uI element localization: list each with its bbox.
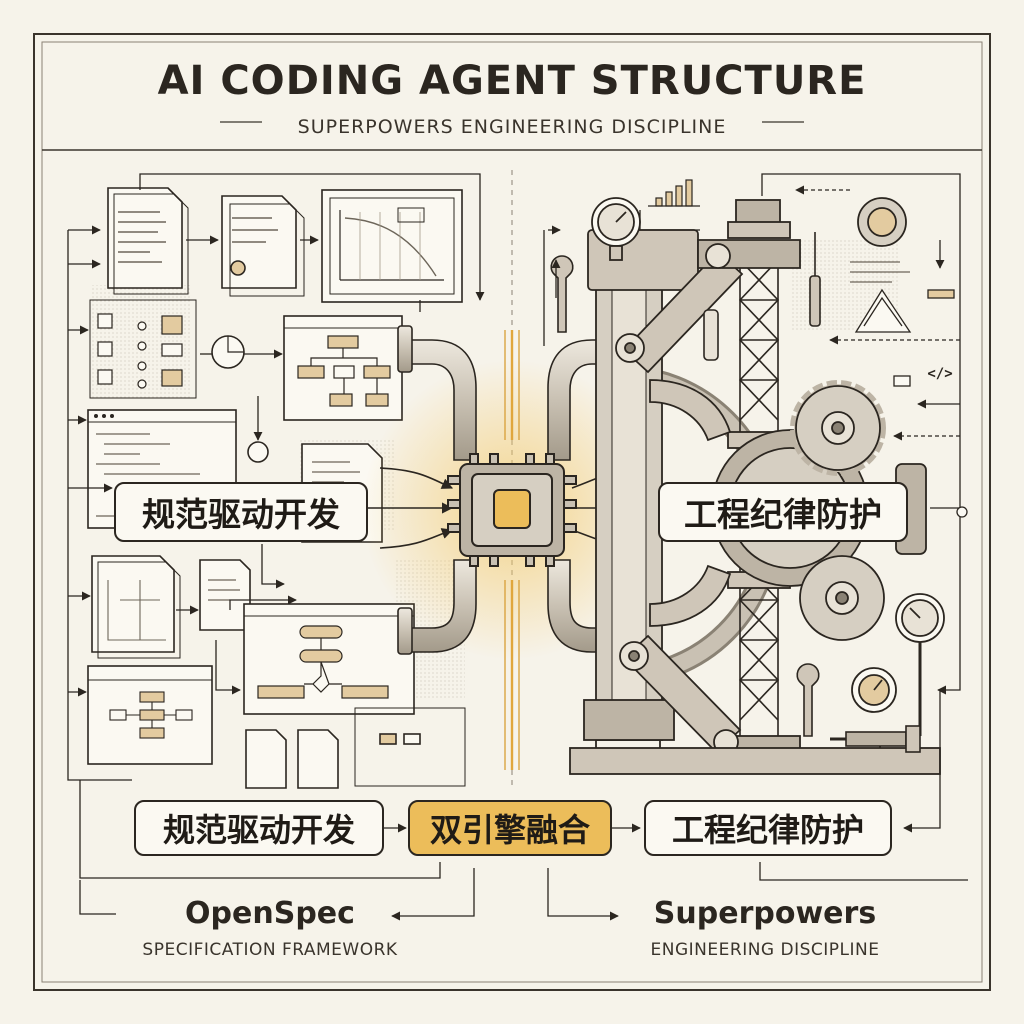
footer-openspec-subtitle: SPECIFICATION FRAMEWORK bbox=[142, 940, 398, 960]
bottom-label-spec-driven: 规范驱动开发 bbox=[134, 800, 384, 856]
footer-superpowers-subtitle: ENGINEERING DISCIPLINE bbox=[650, 940, 880, 960]
code-tag-icon: </> bbox=[927, 366, 953, 382]
processor-chip-icon bbox=[447, 453, 577, 567]
right-annotations bbox=[543, 173, 968, 833]
pressure-gauge-icon bbox=[591, 197, 945, 736]
left-connectors bbox=[67, 173, 485, 781]
center-wires bbox=[368, 330, 654, 770]
bottom-label-dual-engine-fusion: 双引擎融合 bbox=[408, 800, 612, 856]
center-pipes bbox=[397, 325, 621, 655]
page-title: AI CODING AGENT STRUCTURE bbox=[157, 58, 867, 104]
footer-superpowers-title: Superpowers bbox=[653, 896, 877, 931]
label-engineering-discipline: 工程纪律防护 bbox=[658, 482, 908, 542]
bottom-connectors bbox=[79, 780, 968, 921]
bottom-label-engineering-discipline: 工程纪律防护 bbox=[644, 800, 892, 856]
footer-openspec-title: OpenSpec bbox=[185, 896, 355, 931]
label-spec-driven-development: 规范驱动开发 bbox=[114, 482, 368, 542]
page-subtitle: SUPERPOWERS ENGINEERING DISCIPLINE bbox=[297, 116, 727, 138]
